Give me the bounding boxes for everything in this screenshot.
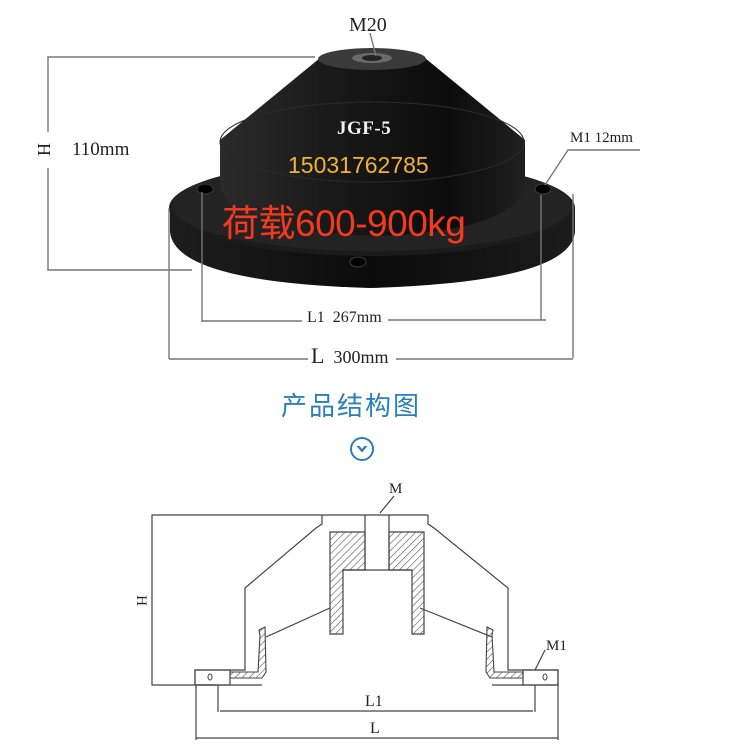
hole-label: M1 12mm bbox=[570, 130, 633, 146]
section-title: 产品结构图 bbox=[281, 392, 422, 422]
top-thread-label: M20 bbox=[349, 14, 387, 36]
l-value: 300mm bbox=[333, 347, 389, 367]
product-photo bbox=[47, 32, 640, 360]
drawing-label-m1: M1 bbox=[546, 638, 567, 654]
load-rating: 荷载600-900kg bbox=[222, 203, 466, 244]
drawing-label-l1: L1 bbox=[365, 693, 383, 710]
chevron-down-circle-icon[interactable] bbox=[349, 436, 375, 462]
drawing-label-m: M bbox=[389, 481, 403, 497]
l1-dimension: L1 267mm bbox=[307, 309, 382, 327]
phone-number: 15031762785 bbox=[288, 152, 429, 178]
l-label: L bbox=[311, 343, 325, 368]
l-dimension: L 300mm bbox=[311, 343, 388, 369]
drawing-label-l: L bbox=[370, 720, 380, 737]
drawing-label-h: H bbox=[132, 595, 149, 606]
l1-label: L1 bbox=[307, 309, 325, 326]
height-value: 110mm bbox=[72, 139, 130, 160]
model-name: JGF-5 bbox=[337, 118, 392, 139]
l1-value: 267mm bbox=[332, 309, 382, 326]
